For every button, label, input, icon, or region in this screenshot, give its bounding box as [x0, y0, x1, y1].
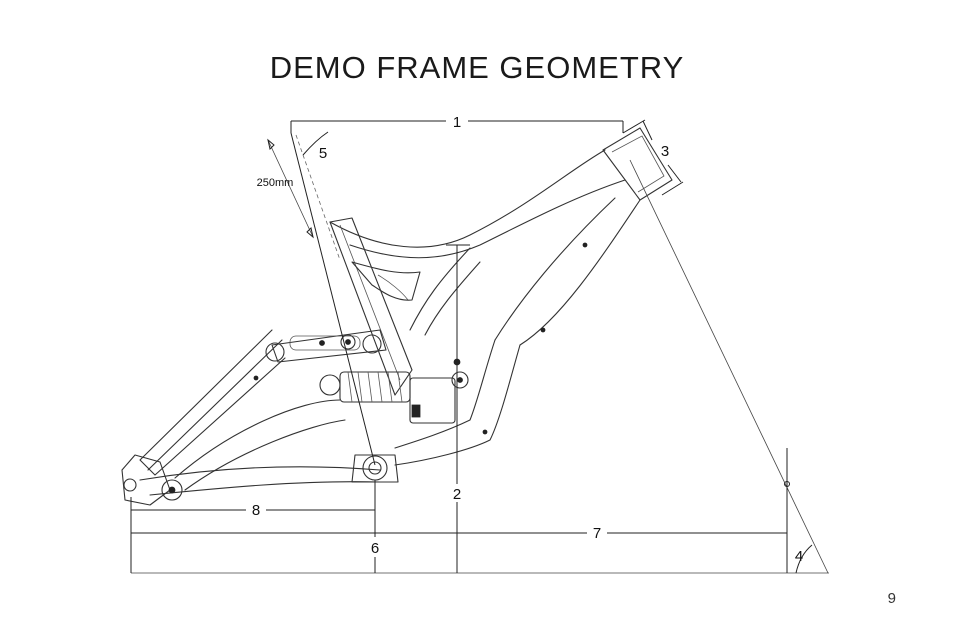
dimension-2-label: 2 [453, 486, 461, 503]
dimension-7: 7 [131, 520, 787, 573]
dimension-3: 3 [623, 120, 683, 195]
dimension-8: 8 [131, 497, 375, 520]
dimension-1-label: 1 [453, 114, 461, 131]
dimension-6: 6 [371, 480, 379, 573]
dimension-4-label: 4 [795, 548, 803, 565]
dimension-1: 1 [291, 114, 623, 133]
dimension-7-label: 7 [593, 525, 601, 542]
bike-frame [122, 128, 672, 505]
dimension-8-label: 8 [252, 502, 260, 519]
length-250mm-label: 250mm [257, 177, 294, 189]
dimension-3-label: 3 [661, 143, 669, 160]
dimension-2: 2 [446, 245, 470, 573]
dimension-6-label: 6 [371, 540, 379, 557]
steering-axis-line [630, 160, 828, 573]
dimension-5: 5 250mm [257, 132, 375, 465]
dimension-5-label: 5 [319, 145, 327, 162]
page-number: 9 [888, 590, 896, 607]
